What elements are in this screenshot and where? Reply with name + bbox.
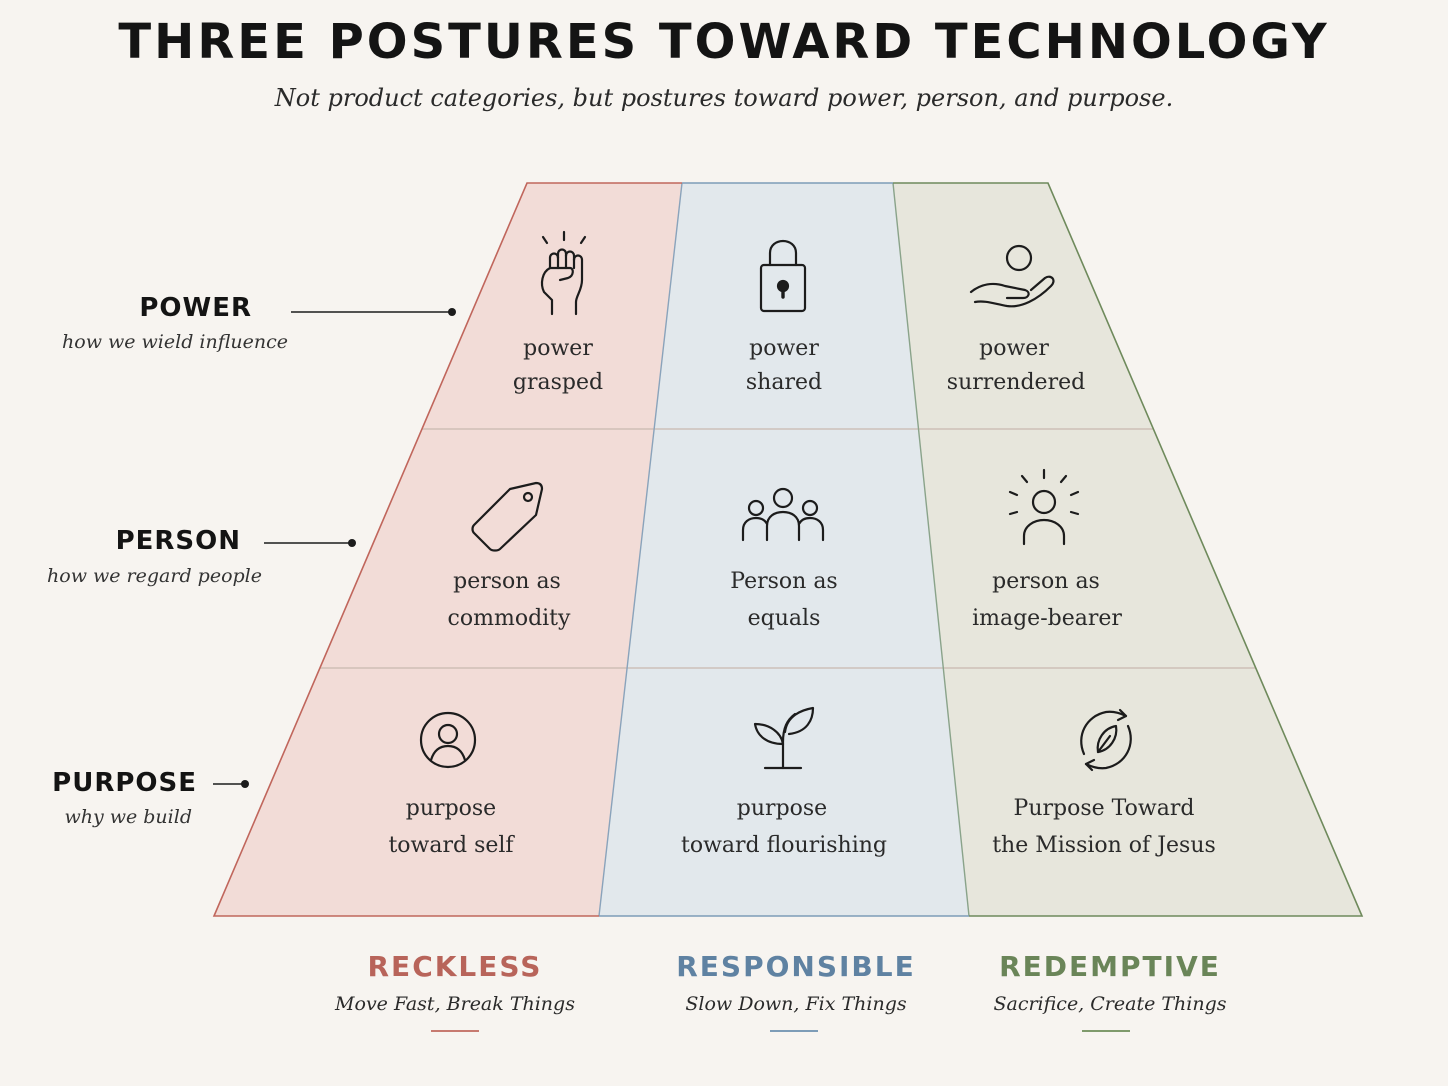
- cell-person-redemptive-line2: image-bearer: [972, 606, 1122, 631]
- cell-person-responsible-line1: Person as: [730, 569, 837, 594]
- row-sub-person: how we regard people: [47, 565, 262, 587]
- sprout-icon: [753, 706, 815, 770]
- column-sub-responsible: Slow Down, Fix Things: [685, 993, 907, 1015]
- column-label-responsible: RESPONSIBLE: [676, 950, 916, 983]
- cell-person-responsible-line2: equals: [748, 606, 821, 631]
- column-sub-reckless: Move Fast, Break Things: [335, 993, 575, 1015]
- raised-fist-icon: [540, 230, 587, 316]
- outline-redemptive: [893, 182, 1364, 917]
- cell-power-responsible-line1: power: [749, 336, 819, 361]
- column-divider-left: [598, 182, 683, 917]
- cell-power-reckless-line1: power: [523, 336, 593, 361]
- cell-purpose-responsible-line2: toward flourishing: [681, 833, 887, 858]
- column-label-redemptive: REDEMPTIVE: [999, 950, 1221, 983]
- cell-person-reckless-line1: person as: [453, 569, 561, 594]
- column-band-reckless: [214, 183, 682, 916]
- row-sub-power: how we wield influence: [62, 331, 288, 353]
- cell-person-reckless-line2: commodity: [448, 606, 571, 631]
- cell-purpose-responsible-line1: purpose: [737, 796, 827, 821]
- open-hand-icon: [969, 244, 1055, 308]
- column-rule-responsible: [770, 1030, 818, 1032]
- outline-reckless: [212, 182, 682, 917]
- price-tag-icon: [471, 481, 544, 552]
- renewal-leaf-icon: [1080, 708, 1132, 772]
- column-band-redemptive: [893, 183, 1362, 916]
- page-subtitle: Not product categories, but postures tow…: [274, 84, 1174, 112]
- padlock-icon: [759, 239, 807, 313]
- power-pointer-dot: [448, 308, 456, 316]
- cell-purpose-redemptive-line1: Purpose Toward: [1014, 796, 1195, 821]
- page-title: THREE POSTURES TOWARD TECHNOLOGY: [118, 14, 1330, 70]
- cell-power-reckless-line2: grasped: [513, 370, 603, 395]
- group-icon: [741, 487, 825, 542]
- cell-power-redemptive-line2: surrendered: [947, 370, 1085, 395]
- row-label-person: PERSON: [115, 526, 241, 556]
- cell-power-responsible-line2: shared: [746, 370, 822, 395]
- column-divider-right: [892, 182, 970, 917]
- column-band-responsible: [599, 183, 969, 916]
- radiant-person-icon: [1008, 468, 1080, 546]
- row-label-power: POWER: [139, 293, 252, 323]
- user-circle-icon: [419, 711, 477, 769]
- column-rule-redemptive: [1082, 1030, 1130, 1032]
- row-label-purpose: PURPOSE: [52, 768, 197, 798]
- row-sub-purpose: why we build: [64, 806, 192, 828]
- person-pointer-dot: [348, 539, 356, 547]
- column-rule-reckless: [431, 1030, 479, 1032]
- cell-purpose-reckless-line2: toward self: [388, 833, 515, 858]
- purpose-pointer-dot: [241, 780, 249, 788]
- cell-purpose-redemptive-line2: the Mission of Jesus: [992, 833, 1216, 858]
- cell-power-redemptive-line1: power: [979, 336, 1049, 361]
- cell-purpose-reckless-line1: purpose: [406, 796, 496, 821]
- column-label-reckless: RECKLESS: [367, 950, 543, 983]
- column-sub-redemptive: Sacrifice, Create Things: [993, 993, 1227, 1015]
- cell-person-redemptive-line1: person as: [992, 569, 1100, 594]
